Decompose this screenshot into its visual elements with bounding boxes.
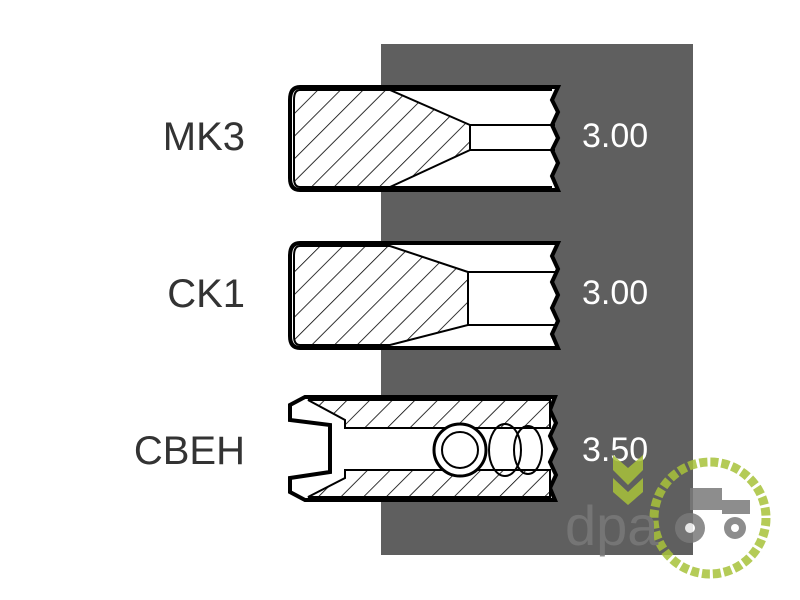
ring-label-cbeh: CBEH — [134, 429, 245, 473]
ring-label-ck1: CK1 — [167, 272, 245, 316]
dpa-watermark-logo: dpa — [565, 455, 771, 579]
ring-value-mk3: 3.00 — [582, 117, 648, 155]
ring-mk3-profile — [288, 85, 562, 192]
ring-cbeh-profile — [288, 395, 559, 502]
ring-value-ck1: 3.00 — [582, 274, 648, 312]
watermark-text: dpa — [565, 494, 659, 557]
ring-label-mk3: MK3 — [163, 115, 245, 159]
ring-ck1-profile — [288, 241, 562, 350]
